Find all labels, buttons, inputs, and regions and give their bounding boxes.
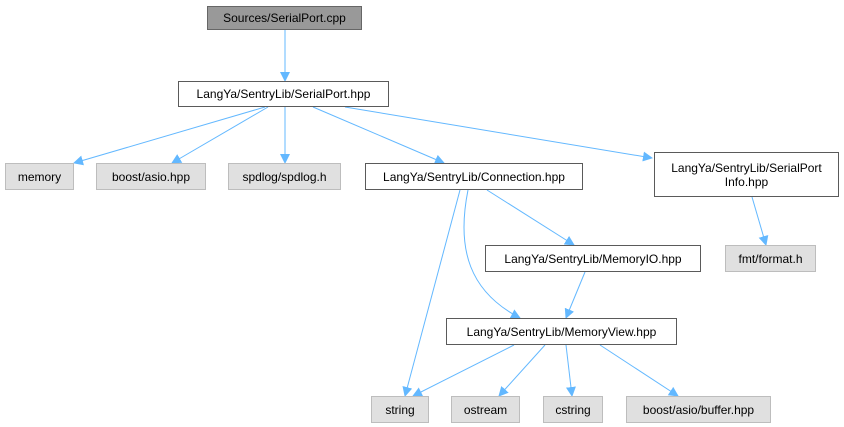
node-string: string <box>371 396 429 423</box>
node-serialport-cpp[interactable]: Sources/SerialPort.cpp <box>207 6 362 30</box>
edge-memoryview-hpp-to-cstring <box>565 344 576 397</box>
node-fmt-format-h: fmt/format.h <box>725 245 816 272</box>
edge-serialport-hpp-to-connection-hpp <box>312 106 445 165</box>
edge-serialport-hpp-to-serialportinfo-hpp <box>344 106 653 162</box>
edge-memoryview-hpp-to-ostream <box>498 344 546 397</box>
edge-serialportinfo-hpp-to-fmt-format <box>751 196 769 246</box>
edge-memoryview-hpp-to-string <box>412 344 515 397</box>
edge-memoryio-hpp-to-memoryview-hpp <box>564 271 586 319</box>
edge-connection-hpp-to-memoryio-hpp <box>486 189 575 246</box>
node-ostream: ostream <box>451 396 520 423</box>
node-memoryio-hpp[interactable]: LangYa/SentryLib/MemoryIO.hpp <box>485 245 701 272</box>
node-spdlog-h: spdlog/spdlog.h <box>228 163 341 190</box>
edge-connection-hpp-to-memoryview-hpp <box>463 189 521 319</box>
node-serialportinfo-hpp[interactable]: LangYa/SentryLib/SerialPort Info.hpp <box>654 152 839 197</box>
node-memoryview-hpp[interactable]: LangYa/SentryLib/MemoryView.hpp <box>446 318 677 345</box>
edge-connection-hpp-to-string <box>402 189 461 397</box>
node-boost-asio-hpp: boost/asio.hpp <box>96 163 206 190</box>
node-serialport-hpp[interactable]: LangYa/SentryLib/SerialPort.hpp <box>178 81 389 107</box>
node-connection-hpp[interactable]: LangYa/SentryLib/Connection.hpp <box>365 163 583 190</box>
edge-memoryview-hpp-to-boost-asio-buffer <box>599 344 679 397</box>
edge-serialport-hpp-to-boost-asio <box>171 106 269 164</box>
node-boost-asio-buffer-hpp: boost/asio/buffer.hpp <box>626 396 771 423</box>
node-memory: memory <box>5 163 74 190</box>
node-cstring: cstring <box>543 396 603 423</box>
edge-serialport-hpp-to-memory <box>73 106 266 166</box>
